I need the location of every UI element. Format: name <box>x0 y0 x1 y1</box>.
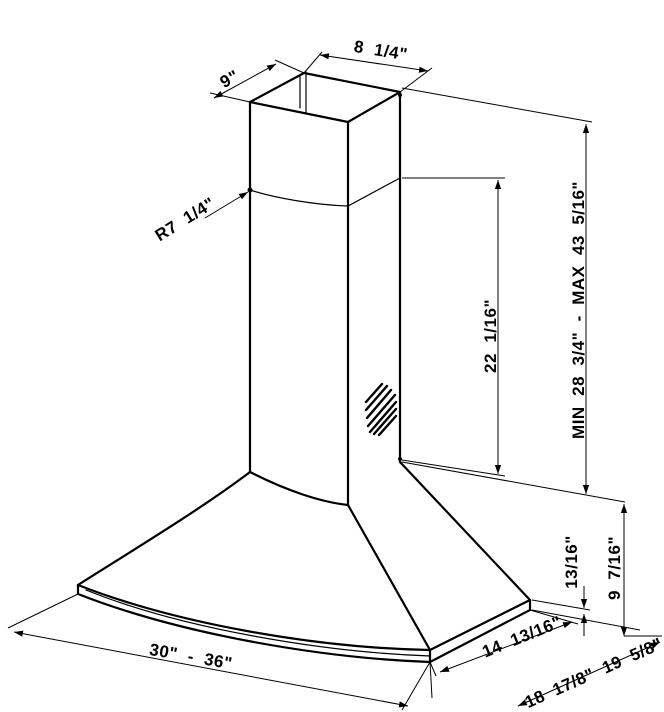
canopy-top-curve <box>248 470 350 507</box>
chimney-width-label: 8 1/4" <box>353 37 409 64</box>
dimension-depth-range: 18 17/8" 19 5/8" <box>429 634 664 712</box>
vent-grille <box>364 382 398 437</box>
dimension-total-height: MIN 28 3/4" - MAX 43 5/16" <box>401 87 626 503</box>
chimney-section-seam <box>249 177 401 207</box>
mounting-point <box>398 93 402 97</box>
canopy-right-slope <box>398 460 532 602</box>
dimension-edge-height: 13/16" <box>531 535 641 636</box>
canopy-rim-bottom <box>76 592 532 664</box>
edge-height-label: 13/16" <box>562 535 581 589</box>
dimension-chimney-depth: 9" <box>209 59 305 103</box>
hood-height-label: 9 7/16" <box>605 536 624 600</box>
chimney-height-label: 22 1/16" <box>481 299 500 373</box>
depth-range-label: 18 17/8" 19 5/8" <box>522 634 664 712</box>
radius-label: R7 1/4" <box>152 194 219 246</box>
dimension-chimney-width: 8 1/4" <box>303 37 433 93</box>
total-height-label: MIN 28 3/4" - MAX 43 5/16" <box>569 181 588 439</box>
chimney-depth-label: 9" <box>217 66 242 91</box>
chimney-top-bracket <box>299 71 307 113</box>
dimension-radius: R7 1/4" <box>152 191 249 246</box>
dimension-hood-depth: 14 13/16" <box>429 609 579 677</box>
canopy-front-slope <box>346 503 432 652</box>
mounting-point <box>247 187 253 193</box>
chimney <box>247 71 402 507</box>
dimension-chimney-height: 22 1/16" <box>401 177 506 477</box>
chimney-top-opening <box>248 71 402 124</box>
canopy-rim-inner <box>85 589 431 657</box>
mounting-point <box>398 457 402 461</box>
canopy-left-slope <box>76 470 252 587</box>
width-label: 30" - 36" <box>148 640 234 673</box>
canopy <box>76 460 532 664</box>
dimension-hood-height: 9 7/16" <box>605 504 628 636</box>
